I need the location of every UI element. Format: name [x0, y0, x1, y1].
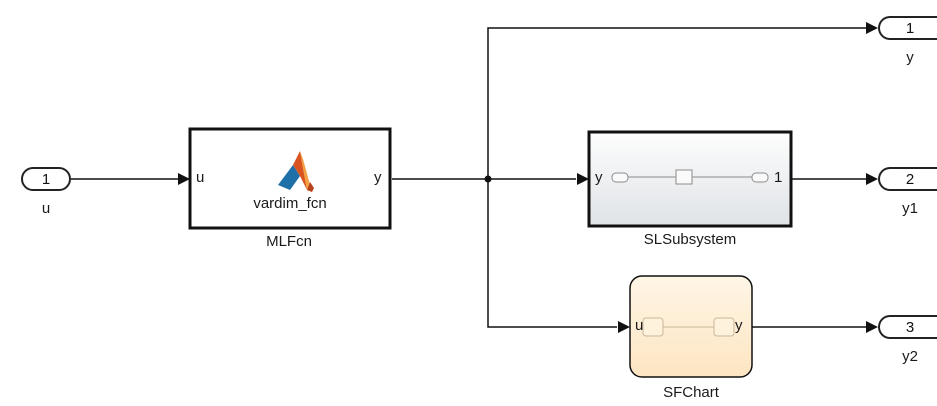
arrowhead: [178, 173, 190, 185]
signal-arrowheads: [178, 22, 878, 333]
outport-y1[interactable]: 2: [878, 167, 937, 191]
arrowhead: [618, 321, 630, 333]
outport-number: 2: [905, 170, 915, 188]
subsystem-preview-icon: [611, 169, 769, 185]
mlfcn-function-name: vardim_fcn: [253, 195, 327, 212]
signal-branch-to-y[interactable]: [487, 27, 866, 179]
outport-label: y1: [902, 200, 918, 217]
matlab-logo-icon: [278, 151, 314, 192]
chart-preview-icon: [642, 317, 735, 337]
signal-lines: [71, 27, 866, 328]
arrowhead: [577, 173, 589, 185]
signal-branch-to-sfchart[interactable]: [487, 179, 617, 328]
inport-number: 1: [41, 170, 51, 188]
outport-label: y: [906, 49, 914, 66]
inport-label: u: [41, 200, 51, 217]
branch-point: [484, 175, 492, 183]
mlfcn-block-name: MLFcn: [266, 233, 312, 250]
slsubsystem-output-port-label: 1: [774, 169, 783, 186]
sfchart-block-name: SFChart: [663, 384, 719, 401]
arrowhead: [866, 22, 878, 34]
mlfcn-output-port-label: y: [374, 169, 382, 186]
slsubsystem-input-port-label: y: [595, 169, 603, 186]
arrowhead: [866, 173, 878, 185]
sfchart-output-port-label: y: [735, 317, 743, 334]
outport-y2[interactable]: 3: [878, 315, 937, 339]
outport-number: 1: [905, 19, 915, 37]
outport-label: y2: [902, 348, 918, 365]
slsubsystem-block-name: SLSubsystem: [643, 231, 737, 248]
arrowhead: [866, 321, 878, 333]
sfchart-input-port-label: u: [635, 317, 644, 334]
mlfcn-input-port-label: u: [196, 169, 205, 186]
outport-number: 3: [905, 318, 915, 336]
outport-y[interactable]: 1: [878, 16, 937, 40]
inport-u[interactable]: 1: [21, 167, 71, 191]
